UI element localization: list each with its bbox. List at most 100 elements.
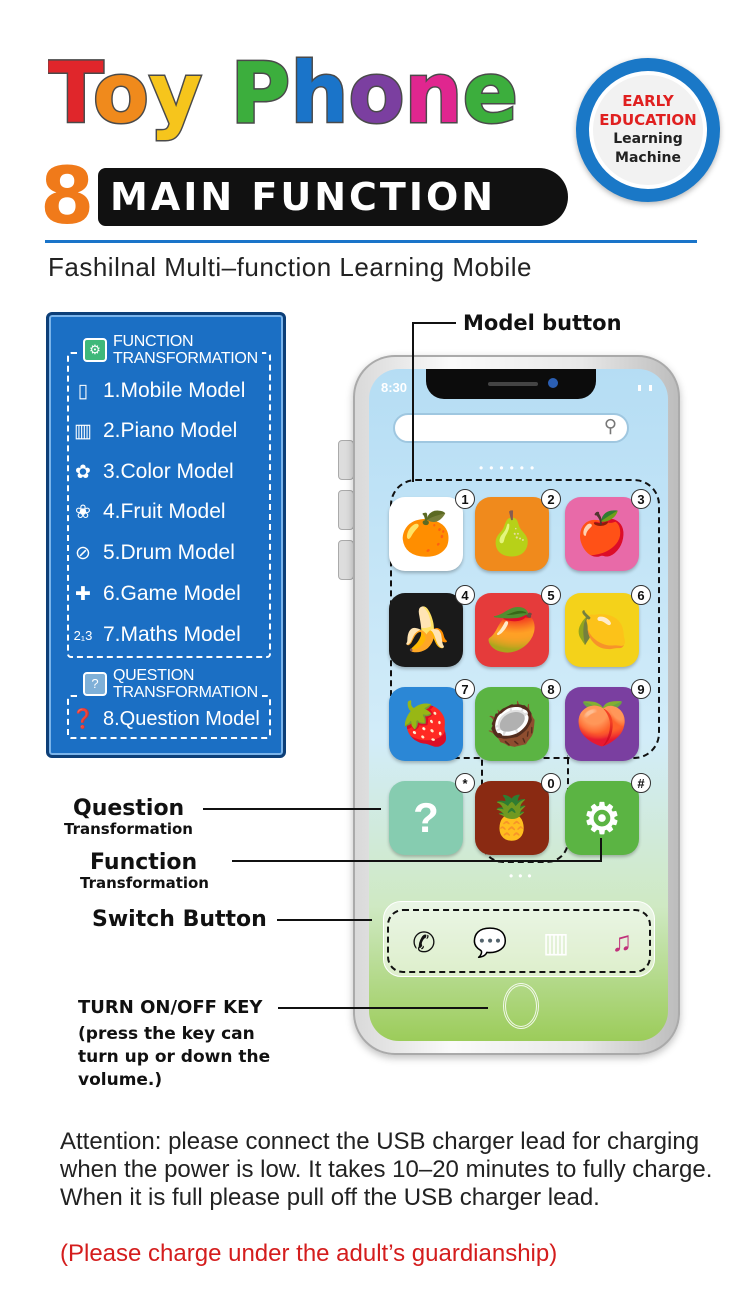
numbers-icon: 2₁3 — [73, 627, 93, 643]
key-number-badge: 9 — [631, 679, 651, 699]
function-leader-v — [600, 838, 602, 862]
attention-note: Attention: please connect the USB charge… — [60, 1128, 713, 1211]
drum-icon: ⊘ — [75, 542, 91, 564]
panel-item-label: 7.Maths Model — [103, 623, 241, 646]
switch-leader — [277, 919, 372, 921]
side-button-2[interactable] — [338, 490, 354, 530]
function-sub-label: Transformation — [80, 874, 209, 892]
piano-icon: ▥ — [542, 926, 570, 958]
badge-line1: EARLY — [622, 92, 674, 110]
on-off-leader — [278, 1007, 488, 1009]
lemon-icon: 🍋 — [575, 605, 629, 653]
phone-switch-button[interactable]: ✆ — [397, 915, 451, 969]
phone-screen: 8:30 ⚲ •••••• 🍊1🍐2🍎3🍌4🥭5🍋6🍓7🥥8🍑9?*🍍0⚙# •… — [369, 369, 668, 1041]
signal-icon — [638, 385, 652, 391]
fingerprint-power-key[interactable] — [503, 983, 539, 1029]
model-key-9[interactable]: 🍑 — [565, 687, 639, 761]
on-off-key-label: TURN ON/OFF KEY — [78, 997, 263, 1018]
papaya-icon: 🥭 — [485, 605, 539, 653]
toy-phone-title: Toy Phone — [48, 43, 520, 144]
gear-icon: ⚙ — [583, 794, 621, 842]
switch-button-label: Switch Button — [92, 907, 267, 932]
title-letter: o — [348, 44, 404, 142]
early-education-badge: EARLY EDUCATION Learning Machine — [576, 58, 720, 202]
model-key-0[interactable]: 🍍 — [475, 781, 549, 855]
model-key-3[interactable]: 🍎 — [565, 497, 639, 571]
model-key-5[interactable]: 🥭 — [475, 593, 549, 667]
panel-item-drum: ⊘ 5.Drum Model — [71, 541, 235, 565]
model-button-leader-v — [412, 322, 414, 482]
model-button-leader — [412, 322, 456, 324]
title-letter: y — [149, 44, 202, 142]
key-number-badge: 1 — [455, 489, 475, 509]
banana-icon: 🍌 — [399, 605, 453, 653]
on-off-note-line3: volume.) — [78, 1070, 163, 1090]
question-header-line2: TRANSFORMATION — [113, 684, 258, 701]
model-key-6[interactable]: 🍋 — [565, 593, 639, 667]
search-bar[interactable]: ⚲ — [393, 413, 629, 443]
badge-line3: Learning — [613, 131, 683, 147]
orange-icon: 🍊 — [399, 509, 453, 557]
piano-icon: ▥ — [74, 420, 92, 442]
function-label: Function — [90, 850, 198, 875]
grape-icon: ❀ — [75, 501, 91, 523]
key-number-badge: 7 — [455, 679, 475, 699]
model-key-8[interactable]: 🥥 — [475, 687, 549, 761]
function-panel: ⚙ FUNCTION TRANSFORMATION ▯ 1.Mobile Mod… — [46, 312, 286, 758]
model-key-star[interactable]: ? — [389, 781, 463, 855]
model-key-1[interactable]: 🍊 — [389, 497, 463, 571]
panel-item-label: 6.Game Model — [103, 582, 241, 605]
gamepad-icon: ✚ — [75, 583, 91, 605]
key-number-badge: 8 — [541, 679, 561, 699]
model-key-hash[interactable]: ⚙ — [565, 781, 639, 855]
panel-item-piano: ▥ 2.Piano Model — [71, 419, 237, 443]
key-number-badge: # — [631, 773, 651, 793]
page-dots-bottom: ••• — [509, 869, 537, 883]
side-button-1[interactable] — [338, 440, 354, 480]
question-label: Question — [73, 796, 185, 821]
function-header-line2: TRANSFORMATION — [113, 350, 258, 367]
key-number-badge: 3 — [631, 489, 651, 509]
panel-item-mobile: ▯ 1.Mobile Model — [71, 379, 246, 403]
model-key-7[interactable]: 🍓 — [389, 687, 463, 761]
phone-notch — [426, 369, 596, 399]
badge-line2: EDUCATION — [599, 111, 697, 129]
panel-item-label: 2.Piano Model — [103, 419, 238, 442]
panel-item-label: 4.Fruit Model — [103, 500, 226, 523]
question-icon: ? — [413, 794, 439, 841]
peach-icon: 🍑 — [575, 699, 629, 747]
title-letter: e — [463, 44, 518, 142]
page-dots: •••••• — [479, 461, 541, 475]
main-function-label: MAIN FUNCTION — [98, 168, 568, 226]
divider-rule — [45, 240, 697, 243]
on-off-note-line1: (press the key can — [78, 1024, 255, 1044]
status-clock: 8:30 — [381, 380, 408, 395]
title-letter: n — [405, 44, 463, 142]
question-transformation-header: ? QUESTION TRANSFORMATION — [79, 667, 262, 701]
on-off-note-line2: turn up or down the — [78, 1047, 271, 1067]
title-letter: P — [231, 44, 291, 142]
main-function-banner: MAIN FUNCTION 8 — [40, 152, 568, 242]
phone-icon: ✆ — [412, 926, 436, 958]
side-button-3[interactable] — [338, 540, 354, 580]
music-switch-button[interactable]: ♫ — [595, 915, 649, 969]
svg-text:Toy Phone: Toy Phone — [48, 44, 518, 142]
piano-switch-button[interactable]: ▥ — [529, 915, 583, 969]
mobile-icon: ▯ — [77, 380, 89, 402]
title-letter: o — [93, 44, 149, 142]
function-transformation-header: ⚙ FUNCTION TRANSFORMATION — [79, 333, 262, 367]
guardianship-note: (Please charge under the adult’s guardia… — [60, 1240, 558, 1267]
gear-icon: ⚙ — [83, 338, 107, 362]
model-key-4[interactable]: 🍌 — [389, 593, 463, 667]
panel-item-label: 8.Question Model — [103, 707, 260, 730]
key-number-badge: 5 — [541, 585, 561, 605]
key-number-badge: 0 — [541, 773, 561, 793]
toy-phone: 8:30 ⚲ •••••• 🍊1🍐2🍎3🍌4🥭5🍋6🍓7🥥8🍑9?*🍍0⚙# •… — [353, 355, 680, 1055]
key-number-badge: 2 — [541, 489, 561, 509]
title-letter — [202, 44, 230, 142]
strawberry-icon: 🍓 — [399, 699, 453, 747]
message-switch-button[interactable]: 💬 — [463, 915, 517, 969]
panel-item-label: 3.Color Model — [103, 460, 234, 483]
question-sub-label: Transformation — [64, 820, 193, 838]
model-key-2[interactable]: 🍐 — [475, 497, 549, 571]
